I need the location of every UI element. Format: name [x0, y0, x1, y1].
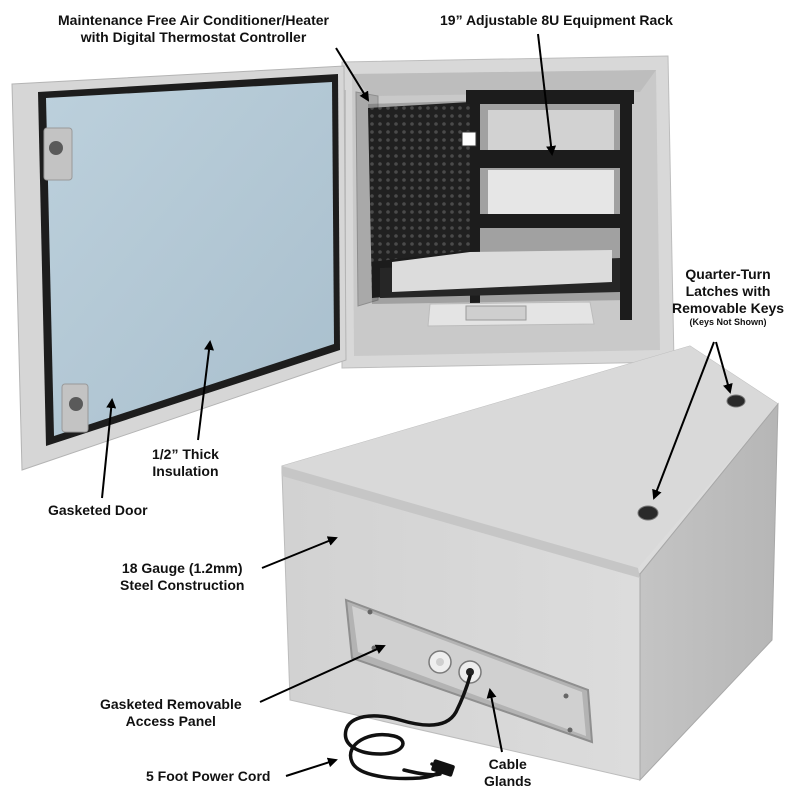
- callout-power-cord-line1: 5 Foot Power Cord: [146, 768, 271, 784]
- power-cord: [343, 674, 472, 781]
- arrow-cable-glands: [486, 688, 503, 753]
- arrow-ac-heater: [335, 47, 370, 102]
- callout-steel-line1: 18 Gauge (1.2mm): [121, 560, 243, 576]
- arrow-access-panel: [259, 644, 386, 703]
- callout-steel-line2: Steel Construction: [120, 577, 245, 593]
- callout-ac-heater: Maintenance Free Air Conditioner/Heater …: [58, 12, 329, 46]
- callout-ac-heater-line2: with Digital Thermostat Controller: [80, 29, 307, 45]
- power-plug: [431, 759, 455, 777]
- annotation-arrows: [101, 33, 733, 777]
- arrow-insulation: [197, 340, 214, 441]
- callout-latches-line3: Removable Keys: [672, 300, 785, 316]
- callout-power-cord: 5 Foot Power Cord: [146, 768, 270, 785]
- equipment-rack: [368, 90, 634, 320]
- rack-perforated-side: [368, 102, 470, 296]
- callout-latches-line2: Latches with: [685, 283, 771, 299]
- callout-access-panel-line2: Access Panel: [125, 713, 216, 729]
- callout-cable-glands: Cable Glands: [484, 756, 531, 790]
- quarter-turn-latch-front: [637, 505, 659, 521]
- closed-enclosure: [281, 345, 779, 782]
- callout-rack-line1: 19” Adjustable 8U Equipment Rack: [440, 12, 673, 28]
- qr-code-label: [461, 131, 477, 147]
- cable-glands: [428, 650, 482, 684]
- arrow-latch-back: [715, 341, 733, 394]
- door-latch-bottom: [69, 397, 83, 411]
- callout-cable-glands-line1: Cable: [488, 756, 527, 772]
- callout-latches: Quarter-Turn Latches with Removable Keys…: [672, 266, 784, 328]
- arrow-power-cord: [285, 757, 338, 777]
- callout-steel: 18 Gauge (1.2mm) Steel Construction: [120, 560, 244, 594]
- callout-cable-glands-line2: Glands: [484, 773, 532, 789]
- door-latch-top: [49, 141, 63, 155]
- callout-insulation-line1: 1/2” Thick: [152, 446, 219, 462]
- arrow-door: [101, 398, 117, 499]
- arrow-steel: [261, 536, 338, 569]
- callout-door-line1: Gasketed Door: [48, 502, 148, 518]
- enclosure-door: [11, 65, 347, 471]
- callout-insulation-line2: Insulation: [152, 463, 219, 479]
- callout-door: Gasketed Door: [48, 502, 148, 519]
- open-enclosure: [11, 55, 675, 471]
- callout-access-panel-line1: Gasketed Removable: [100, 696, 242, 712]
- callout-rack: 19” Adjustable 8U Equipment Rack: [440, 12, 673, 29]
- callout-ac-heater-line1: Maintenance Free Air Conditioner/Heater: [58, 12, 329, 28]
- callout-insulation: 1/2” Thick Insulation: [152, 446, 219, 480]
- callout-latches-note: (Keys Not Shown): [689, 317, 767, 327]
- callout-access-panel: Gasketed Removable Access Panel: [100, 696, 242, 730]
- quarter-turn-latch-back: [726, 394, 746, 408]
- arrow-rack: [537, 33, 557, 156]
- arrow-latch-front: [652, 341, 715, 500]
- insulation-panel: [46, 82, 334, 436]
- callout-latches-line1: Quarter-Turn: [685, 266, 771, 282]
